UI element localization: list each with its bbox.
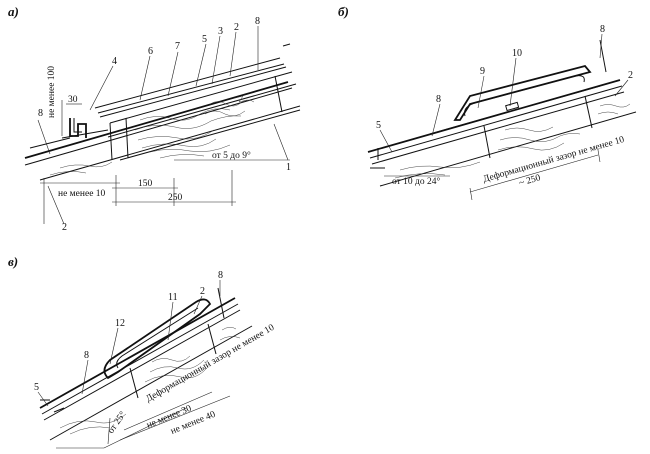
dim-a-30: 30: [68, 95, 78, 105]
callout-a-4: 4: [112, 56, 117, 67]
callout-a-1: 1: [286, 162, 291, 173]
callout-v-5: 5: [34, 382, 39, 393]
panel-v: в): [8, 254, 276, 449]
callout-a-8-right: 8: [255, 16, 260, 27]
callout-a-2-bottom: 2: [62, 222, 67, 233]
panel-b-label: б): [338, 4, 349, 19]
callout-a-3: 3: [218, 26, 223, 37]
dim-b-gap: Деформационный зазор не менее 10: [482, 134, 626, 185]
dim-a-250: 250: [168, 193, 183, 203]
panel-a: а): [8, 4, 301, 233]
callout-v-8-top: 8: [218, 270, 223, 281]
dim-b-250: ~ 250: [518, 173, 542, 189]
panel-a-seam: [29, 118, 109, 149]
callout-a-6: 6: [148, 46, 153, 57]
panel-v-dims: [37, 280, 231, 449]
callout-v-8-left: 8: [84, 350, 89, 361]
panel-a-dims: [37, 26, 290, 225]
callout-b-9: 9: [480, 66, 485, 77]
callout-b-10: 10: [512, 48, 522, 59]
panel-b: б): [338, 4, 637, 201]
dim-b-slope: от 10 до 24°: [392, 176, 440, 187]
callout-v-2: 2: [200, 286, 205, 297]
callout-a-8-left: 8: [38, 108, 43, 119]
panel-v-clamp: [103, 287, 225, 380]
panel-b-boards: [367, 79, 637, 187]
panel-a-boards: [24, 43, 301, 181]
panel-v-boards: [39, 297, 253, 441]
callout-v-11: 11: [168, 292, 178, 303]
callout-v-12: 12: [115, 318, 125, 329]
callout-a-2-top: 2: [234, 22, 239, 33]
callout-a-5: 5: [202, 34, 207, 45]
panel-a-label: а): [8, 4, 19, 19]
callout-b-2: 2: [628, 70, 633, 81]
panel-v-label: в): [8, 254, 18, 269]
callout-b-8-top: 8: [600, 24, 605, 35]
dim-a-150: 150: [138, 179, 153, 189]
callout-a-7: 7: [175, 41, 180, 52]
callout-b-8-left: 8: [436, 94, 441, 105]
dim-a-not-less-100: не менее 100: [47, 66, 57, 118]
panel-b-clamp: [453, 39, 607, 121]
callout-b-5: 5: [376, 120, 381, 131]
dim-a-slope: от 5 до 9°: [212, 150, 251, 161]
dim-a-not-less-10: не менее 10: [58, 189, 106, 199]
panel-b-dims: [379, 33, 629, 201]
